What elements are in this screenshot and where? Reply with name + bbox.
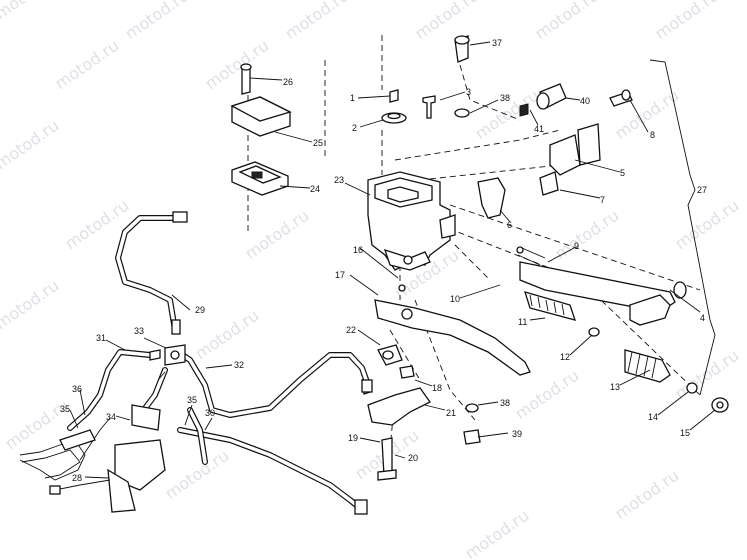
washer [588,327,600,337]
callout-14: 14 [648,412,658,422]
washer [686,382,698,394]
watermark-text: motod.ru [0,276,62,334]
callout-11: 11 [518,317,527,327]
callout-27: 27 [697,185,707,195]
callout-41: 41 [534,124,544,134]
callout-33: 33 [134,326,144,336]
brake-switch [539,123,601,196]
watermark-text: motod.ru [411,0,482,43]
watermark-text: motod.ru [671,196,742,254]
callout-20: 20 [408,453,418,463]
callout-38: 38 [500,93,510,103]
assembly-bracket [649,59,716,396]
callout-24: 24 [310,184,320,194]
callout-35-b: 35 [187,395,197,405]
callout-16: 16 [353,245,363,255]
callout-13: 13 [610,382,620,392]
callout-17: 17 [335,270,345,280]
mount-clip [477,177,506,219]
callout-19: 19 [348,433,358,443]
callout-40: 40 [580,96,590,106]
callout-28: 28 [72,473,82,483]
watermark-text: motod.ru [461,506,532,560]
callout-1: 1 [350,93,355,103]
callout-21: 21 [446,408,456,418]
callout-labels: 1 2 3 4 5 6 7 8 9 10 11 12 13 14 15 16 1… [60,38,707,483]
lever-pivot-parts [361,344,481,481]
watermark-text: motod.ru [281,0,352,43]
callout-12: 12 [560,352,570,362]
callout-34: 34 [106,412,116,422]
callout-5: 5 [620,168,625,178]
callout-15: 15 [680,428,690,438]
hand-grip [524,291,576,321]
callout-3: 3 [466,87,471,97]
callout-2: 2 [352,123,357,133]
master-cylinder-body [367,171,456,271]
callout-25: 25 [313,138,323,148]
washer [716,401,724,409]
callout-7: 7 [600,195,605,205]
callout-4: 4 [700,313,705,323]
callout-leaders [69,41,716,479]
watermark-text: motod.ru [611,466,682,524]
brake-lever [374,284,531,376]
callout-37: 37 [492,38,502,48]
callout-30: 30 [205,408,215,418]
callout-35: 35 [60,404,70,414]
callout-29: 29 [195,305,205,315]
hose-fittings [149,211,373,515]
reservoir-cover [230,63,292,196]
watermark-text: motod.ru [651,0,722,43]
watermark-text: motod.ru [0,116,62,174]
callout-9: 9 [574,241,579,251]
callout-8: 8 [650,130,655,140]
callout-39: 39 [512,429,522,439]
top-hardware [381,35,633,124]
callout-18: 18 [432,383,442,393]
watermark-text: motod.ru [201,36,272,94]
callout-36: 36 [72,384,82,394]
caliper-bracket [107,404,166,513]
callout-6: 6 [507,220,512,230]
callout-10: 10 [450,294,460,304]
wire-harness [19,417,111,495]
throttle-cable-assembly [516,246,687,326]
watermark-text: motod.ru [51,36,122,94]
callout-22: 22 [346,325,356,335]
watermark-text: motod.ru [671,346,742,404]
watermark-text: motod.ru [0,0,62,23]
callout-26: 26 [283,77,293,87]
callout-31: 31 [96,333,106,343]
callout-32: 32 [234,360,244,370]
watermark-text: motod.ru [161,446,232,504]
return-spring [624,349,671,383]
assembly-guide-lines [247,35,701,451]
callout-23: 23 [334,175,344,185]
watermark-text: motod.ru [531,0,602,43]
callout-38-b: 38 [500,398,510,408]
watermark-text: motod.ru [241,206,312,264]
watermark-text: motod.ru [121,0,192,43]
